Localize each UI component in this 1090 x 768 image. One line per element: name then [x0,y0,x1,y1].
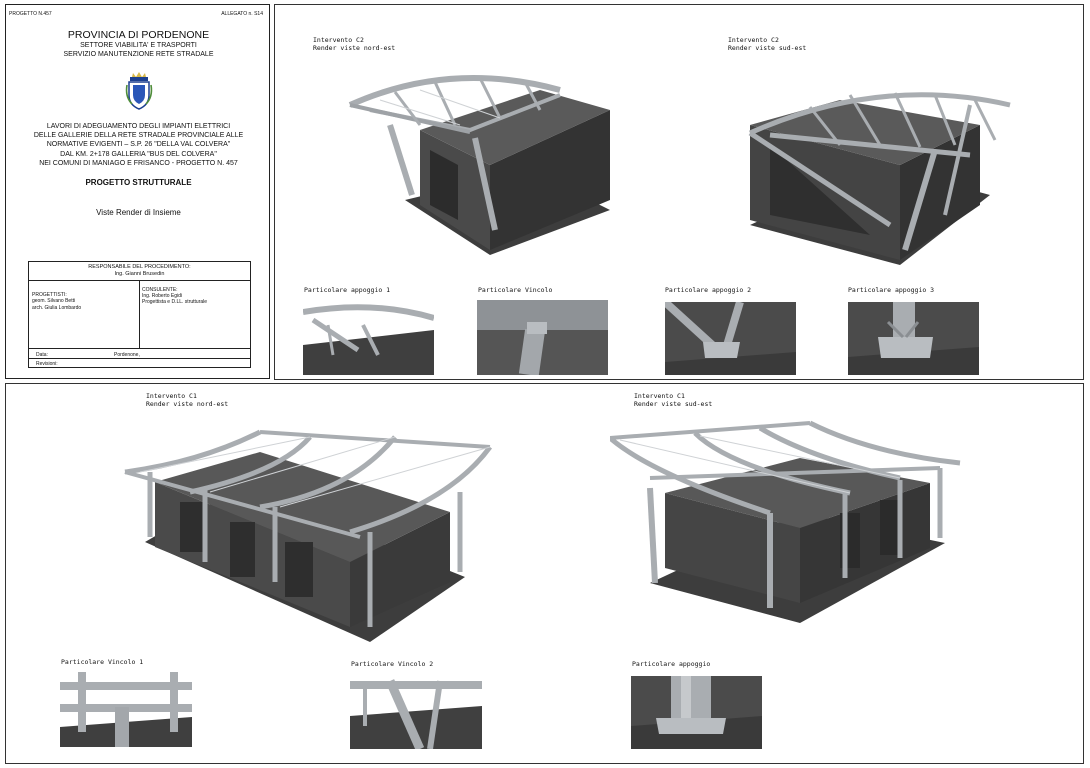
render-c1-north-east [120,412,500,644]
table-divider [29,348,250,349]
province-coat-of-arms [124,71,154,111]
detail-c1-constraint-1 [60,672,192,747]
caption-c2-ne-title: Intervento C2 [313,36,364,44]
works-line: DAL KM. 2+178 GALLERIA "BUS DEL COLVERA" [60,150,217,158]
date-value: Pordenone, [114,352,140,358]
date-label: Data: [36,352,48,358]
caption-c2-detail-4: Particolare appoggio 3 [848,286,935,294]
caption-c1-se-sub: Render viste sud-est [634,400,713,408]
caption-c1-se-title: Intervento C1 [634,392,685,400]
caption-c2-ne-sub: Render viste nord-est [313,44,396,52]
caption-c2-se-title: Intervento C2 [728,36,779,44]
caption-c2-se-sub: Render viste sud-est [728,44,807,52]
table-divider [29,358,250,359]
detail-c1-constraint-2 [350,676,482,749]
caption-c1-detail-3: Particolare appoggio [632,660,711,668]
responsible-label: RESPONSABILE DEL PROCEDIMENTO: [88,264,191,270]
designers-label: PROGETTISTI: [32,292,67,298]
table-divider [139,280,140,348]
caption-c2-detail-3: Particolare appoggio 2 [665,286,752,294]
sector-line-1: SETTORE VIABILITA' E TRASPORTI [80,42,197,49]
project-type: PROGETTO STRUTTURALE [85,178,192,187]
consultant-name: Ing. Roberto Egidi [142,293,183,299]
attachment-code: ALLEGATO n. S14 [221,11,263,17]
caption-c1-ne-title: Intervento C1 [146,392,197,400]
detail-c2-support-3 [848,302,979,375]
views-title: Viste Render di Insieme [96,208,181,217]
responsible-name: Ing. Gianni Brusedin [114,271,165,277]
designer-name: arch. Giulia Lombardo [32,305,82,311]
title-block: PROGETTO N.457 ALLEGATO n. S14 PROVINCIA… [5,4,270,379]
render-c1-south-east [610,418,965,628]
caption-c1-detail-1: Particolare Vincolo 1 [61,658,144,666]
works-line: NEI COMUNI DI MANIAGO E FRISANCO - PROGE… [39,159,238,167]
province-title: PROVINCIA DI PORDENONE [67,29,210,41]
revised-label: Revisioni: [36,361,58,367]
caption-c2-detail-2: Particolare Vincolo [478,286,553,294]
detail-c2-constraint [477,300,608,375]
consultant-role: Progettista e D.LL. strutturale [142,299,208,305]
signature-table: RESPONSABILE DEL PROCEDIMENTO: Ing. Gian… [28,261,251,368]
designer-name: geom. Silvano Betti [32,298,76,304]
works-line: DELLE GALLERIE DELLA RETE STRADALE PROVI… [33,132,244,140]
works-description: LAVORI DI ADEGUAMENTO DEGLI IMPIANTI ELE… [6,122,271,168]
caption-c1-ne-sub: Render viste nord-est [146,400,229,408]
sheet-frame-top [274,4,1084,380]
caption-c1-detail-2: Particolare Vincolo 2 [351,660,434,668]
render-c2-south-east [730,85,1015,265]
detail-c2-support-2 [665,302,796,375]
render-c2-north-east [340,70,620,265]
works-line: LAVORI DI ADEGUAMENTO DEGLI IMPIANTI ELE… [46,123,231,130]
detail-c1-support [631,676,762,749]
sheet-frame-bottom [5,383,1084,764]
consultant-label: CONSULENTE: [142,287,178,293]
works-line: NORMATIVE EVIGENTI – S.P. 26 "DELLA VAL … [46,141,231,149]
project-code: PROGETTO N.457 [9,11,52,17]
caption-c2-detail-1: Particolare appoggio 1 [304,286,391,294]
detail-c2-support-1 [303,300,434,375]
sector-line-2: SERVIZIO MANUTENZIONE RETE STRADALE [63,51,214,58]
